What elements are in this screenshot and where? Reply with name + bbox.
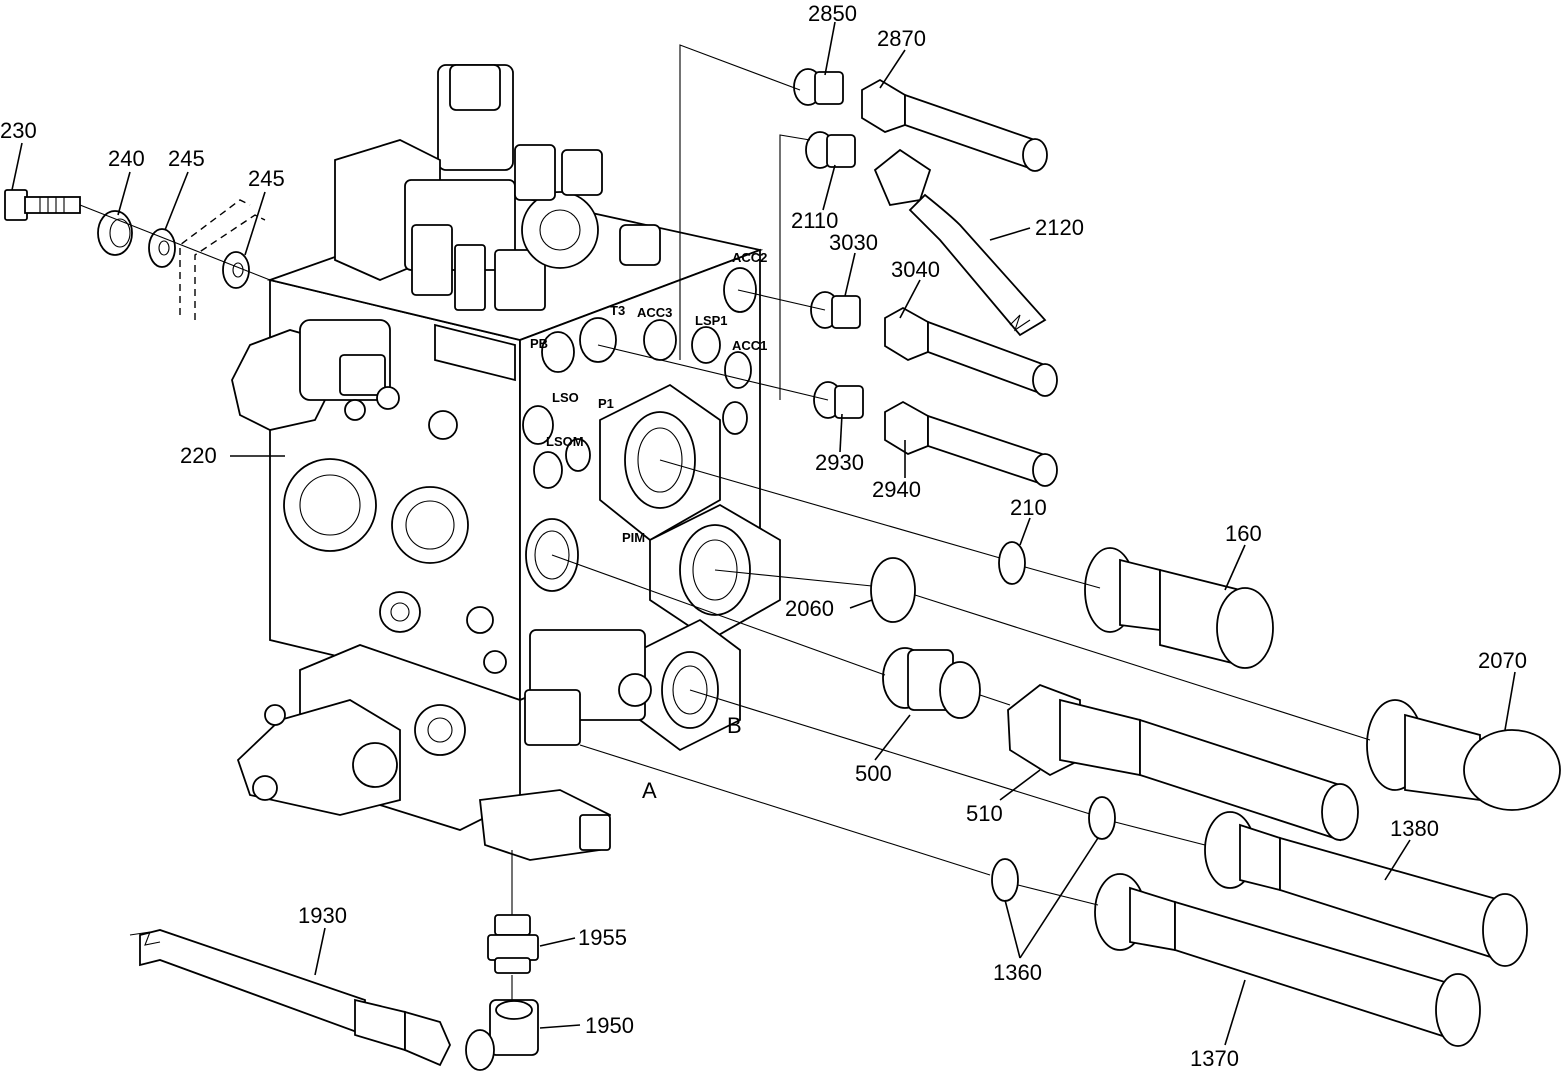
oring-1380 bbox=[1088, 796, 1116, 840]
axis-510 bbox=[979, 694, 1011, 706]
route-line-2930 bbox=[597, 344, 829, 401]
washer-245-inner bbox=[222, 251, 250, 289]
cap-1380 bbox=[1204, 811, 1528, 967]
fitting-2930 bbox=[813, 381, 864, 419]
cap-1370 bbox=[1094, 873, 1481, 1047]
axis-2060 bbox=[714, 569, 873, 587]
callout-2070: 2070 bbox=[1478, 648, 1527, 673]
nameplate bbox=[434, 323, 516, 382]
port-label-p1: P1 bbox=[598, 396, 614, 411]
hose-510 bbox=[1007, 683, 1359, 842]
route-line-2850 bbox=[679, 44, 801, 360]
leader-lines bbox=[11, 21, 1516, 1046]
callout-2940: 2940 bbox=[872, 477, 921, 502]
fitting-3030 bbox=[810, 291, 861, 329]
axis-1370 bbox=[1017, 884, 1099, 906]
hose-3040 bbox=[884, 306, 1058, 397]
callout-2120: 2120 bbox=[1035, 215, 1084, 240]
top-solenoids bbox=[334, 64, 661, 311]
callout-210: 210 bbox=[1010, 495, 1047, 520]
axis-1380-b bbox=[1114, 821, 1206, 846]
callout-2930: 2930 bbox=[815, 450, 864, 475]
port-label-lsp1: LSP1 bbox=[695, 313, 728, 328]
hose-2940 bbox=[884, 400, 1058, 487]
route-line-2110 bbox=[779, 134, 811, 400]
callout-160: 160 bbox=[1225, 521, 1262, 546]
port-label-t3: T3 bbox=[610, 303, 625, 318]
nut-240 bbox=[97, 210, 133, 256]
fitting-2110 bbox=[805, 131, 856, 169]
axis-210 bbox=[659, 459, 1001, 559]
callout-1950: 1950 bbox=[585, 1013, 634, 1038]
callout-3030: 3030 bbox=[829, 230, 878, 255]
callout-3040: 3040 bbox=[891, 257, 940, 282]
fitting-2850 bbox=[793, 68, 844, 106]
adapter-500 bbox=[882, 647, 981, 719]
callout-1360: 1360 bbox=[993, 960, 1042, 985]
route-line-3030 bbox=[737, 289, 826, 311]
callout-1955: 1955 bbox=[578, 925, 627, 950]
port-label-lso: LSO bbox=[552, 390, 579, 405]
frame-dashed-outline bbox=[179, 199, 266, 320]
axis-160 bbox=[1024, 566, 1101, 589]
cap-2070 bbox=[1366, 699, 1561, 811]
seal-2060 bbox=[870, 557, 916, 623]
bolt-230 bbox=[4, 189, 81, 221]
callout-2870: 2870 bbox=[877, 26, 926, 51]
callout-2060: 2060 bbox=[785, 596, 834, 621]
port-label-pim: PIM bbox=[622, 530, 645, 545]
hose-2870 bbox=[861, 78, 1048, 172]
washer-245-outer bbox=[148, 228, 176, 268]
axis-500 bbox=[551, 554, 886, 676]
callout-245-outer: 245 bbox=[168, 146, 205, 171]
port-callout-a: A bbox=[642, 778, 657, 803]
flange-bottom bbox=[639, 618, 741, 752]
port-label-acc3: ACC3 bbox=[637, 305, 672, 320]
hose-1930 bbox=[129, 929, 451, 1067]
port-label-acc1: ACC1 bbox=[732, 338, 767, 353]
callout-500: 500 bbox=[855, 761, 892, 786]
bolt-axis-line bbox=[79, 204, 271, 281]
bottom-valve-section bbox=[236, 629, 652, 861]
callout-2850: 2850 bbox=[808, 1, 857, 26]
callout-240: 240 bbox=[108, 146, 145, 171]
port-callout-b: B bbox=[727, 713, 742, 738]
callout-245-inner: 245 bbox=[248, 166, 285, 191]
hose-elbow-2120 bbox=[873, 148, 1047, 337]
axis-1360 bbox=[579, 744, 991, 876]
callout-220: 220 bbox=[180, 443, 217, 468]
callout-1930: 1930 bbox=[298, 903, 347, 928]
callout-510: 510 bbox=[966, 801, 1003, 826]
axis-1380 bbox=[689, 689, 1091, 815]
callout-2110: 2110 bbox=[791, 208, 839, 233]
callout-1370: 1370 bbox=[1190, 1046, 1239, 1071]
cap-160 bbox=[1084, 547, 1274, 669]
callout-230: 230 bbox=[0, 118, 37, 143]
fitting-1955 bbox=[487, 914, 539, 974]
left-relief-valve bbox=[231, 319, 400, 431]
callout-1380: 1380 bbox=[1390, 816, 1439, 841]
flange-lower bbox=[649, 503, 781, 642]
axis-2070 bbox=[914, 594, 1371, 741]
oring-210 bbox=[998, 541, 1026, 585]
elbow-1950 bbox=[465, 999, 539, 1071]
port-label-lsom: LSOM bbox=[546, 434, 584, 449]
oring-1360 bbox=[991, 858, 1019, 902]
left-face-plugs bbox=[283, 410, 507, 674]
port-label-pb: PB bbox=[530, 336, 548, 351]
port-label-acc2: ACC2 bbox=[732, 250, 767, 265]
